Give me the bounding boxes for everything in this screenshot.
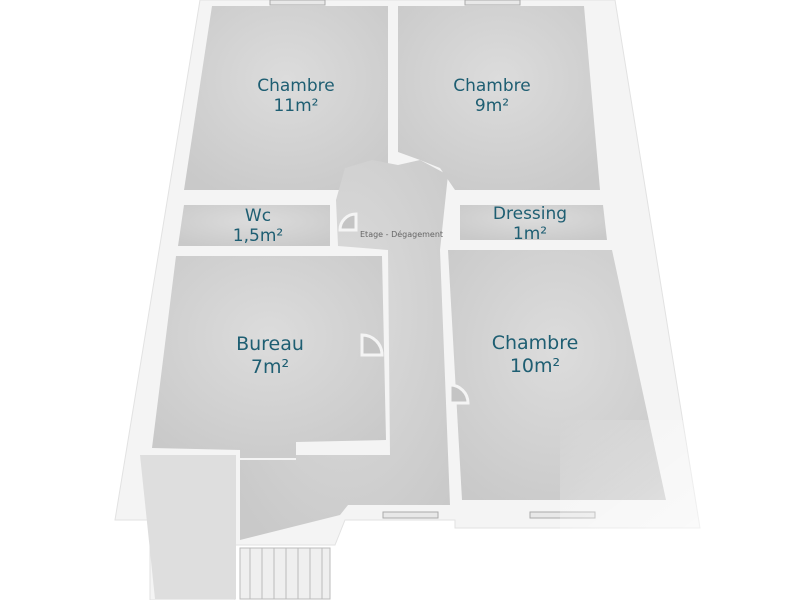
room-bureau [152, 256, 386, 458]
room-name: Wc [244, 206, 272, 226]
room-wc [178, 205, 330, 246]
room-chambre-top-left [184, 6, 388, 190]
room-area: 1m² [512, 224, 548, 245]
room-label-bureau: Bureau 7m² [236, 333, 304, 379]
stairs [239, 547, 331, 600]
door-swings [338, 212, 470, 405]
room-label-wc: Wc 1,5m² [233, 206, 283, 247]
room-dressing [460, 205, 607, 240]
corner-fade [560, 420, 800, 600]
room-chambre-top-right [398, 6, 600, 190]
room-area: 10m² [509, 354, 561, 377]
room-name: Chambre [491, 332, 579, 354]
room-name: Chambre [453, 76, 531, 96]
room-name: Chambre [257, 76, 335, 96]
room-area: 9m² [474, 96, 510, 117]
room-area: 1,5m² [232, 226, 284, 247]
stairwell [140, 455, 236, 599]
logo-watermark [609, 536, 723, 598]
room-label-chambre-2: Chambre 9m² [453, 76, 531, 117]
room-label-dressing: Dressing 1m² [493, 204, 567, 245]
room-area: 11m² [273, 96, 319, 117]
room-label-chambre-3: Chambre 10m² [492, 332, 579, 378]
room-label-chambre-1: Chambre 11m² [257, 76, 335, 117]
room-name: Dressing [492, 204, 568, 224]
hallway [240, 160, 450, 540]
hallway-label: Etage - Dégagement [360, 230, 444, 239]
room-area: 7m² [250, 355, 290, 378]
room-name: Bureau [236, 333, 304, 355]
